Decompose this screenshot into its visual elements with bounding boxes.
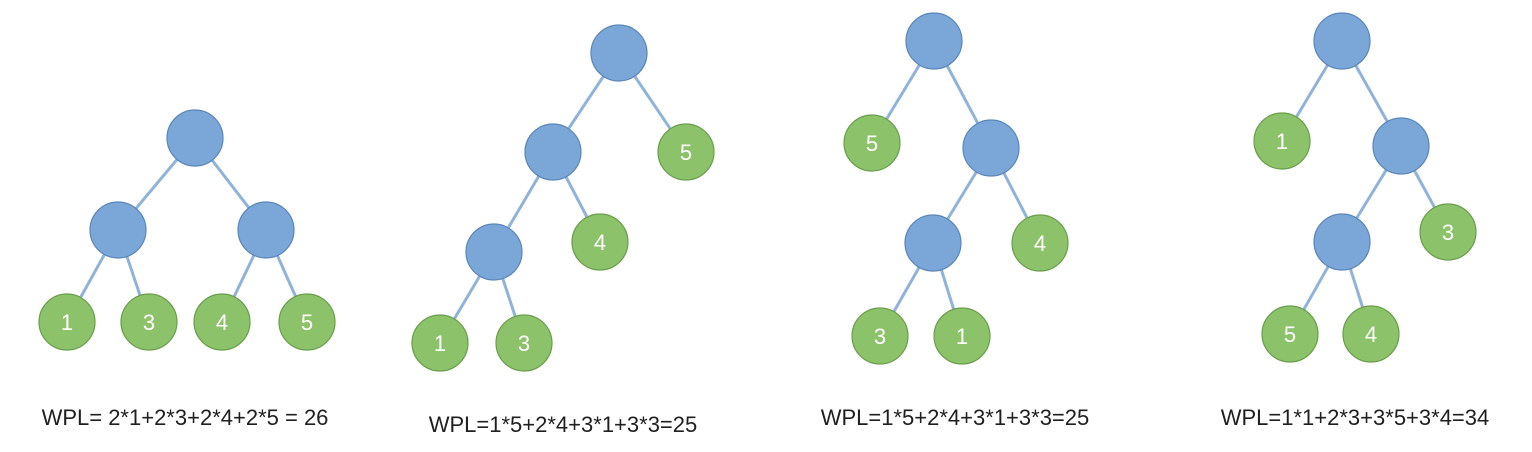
internal-node <box>904 214 962 272</box>
internal-node <box>465 223 523 281</box>
leaf-node-3 <box>1419 203 1477 261</box>
internal-node <box>905 12 963 70</box>
leaf-node-5 <box>278 293 336 351</box>
internal-node <box>1313 12 1371 70</box>
leaf-node-3 <box>851 307 909 365</box>
internal-node <box>1372 117 1430 175</box>
leaf-node-3 <box>120 293 178 351</box>
leaf-weight-label: 5 <box>301 310 313 335</box>
leaf-node-1 <box>1253 112 1311 170</box>
leaf-node-3 <box>495 314 553 372</box>
wpl-caption: WPL=1*5+2*4+3*1+3*3=25 <box>821 405 1090 430</box>
wpl-caption: WPL= 2*1+2*3+2*4+2*5 = 26 <box>42 405 329 430</box>
leaf-weight-label: 3 <box>518 331 530 356</box>
leaf-node-5 <box>657 123 715 181</box>
leaf-weight-label: 1 <box>61 310 73 335</box>
internal-node <box>166 109 224 167</box>
leaf-weight-label: 5 <box>1284 322 1296 347</box>
wpl-caption: WPL=1*1+2*3+3*5+3*4=34 <box>1221 405 1490 430</box>
leaf-weight-label: 4 <box>1365 322 1377 347</box>
internal-node <box>237 201 295 259</box>
leaf-node-4 <box>1342 305 1400 363</box>
leaf-weight-label: 4 <box>594 230 606 255</box>
leaf-weight-label: 5 <box>866 131 878 156</box>
leaf-weight-label: 3 <box>874 324 886 349</box>
leaf-node-1 <box>933 307 991 365</box>
leaf-weight-label: 4 <box>1034 231 1046 256</box>
leaf-weight-label: 1 <box>1276 129 1288 154</box>
leaf-weight-label: 3 <box>1442 220 1454 245</box>
internal-node <box>590 24 648 82</box>
internal-node <box>524 123 582 181</box>
leaf-node-5 <box>843 114 901 172</box>
wpl-caption: WPL=1*5+2*4+3*1+3*3=25 <box>429 412 698 437</box>
internal-node <box>1313 213 1371 271</box>
leaf-weight-label: 3 <box>143 310 155 335</box>
leaf-node-5 <box>1261 305 1319 363</box>
leaf-node-1 <box>38 293 96 351</box>
leaf-weight-label: 1 <box>956 324 968 349</box>
leaf-node-1 <box>411 314 469 372</box>
leaf-weight-label: 5 <box>680 140 692 165</box>
leaf-node-4 <box>1011 214 1069 272</box>
leaf-weight-label: 1 <box>434 331 446 356</box>
leaf-node-4 <box>193 293 251 351</box>
leaf-node-4 <box>571 213 629 271</box>
internal-node <box>89 201 147 259</box>
internal-node <box>962 119 1020 177</box>
leaf-weight-label: 4 <box>216 310 228 335</box>
